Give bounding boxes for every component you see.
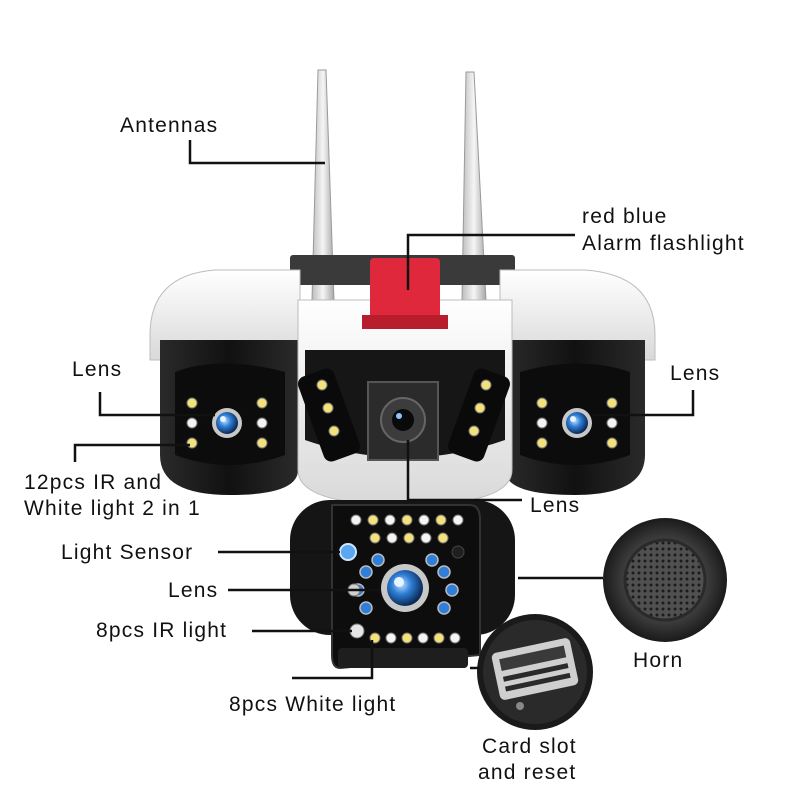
- center-body: [297, 258, 513, 506]
- led-left-head: [256, 397, 268, 409]
- led-ir-ring: [359, 565, 373, 579]
- card-slot-inset: [477, 614, 593, 730]
- led-ir-ring: [437, 601, 451, 615]
- light-sensor-dot: [339, 543, 357, 561]
- led-ir-ring: [371, 553, 385, 567]
- led-lower-top: [452, 514, 464, 526]
- led-lower-bottom: [401, 632, 413, 644]
- led-left-head: [186, 417, 198, 429]
- label-ir-white-line2: White light 2 in 1: [24, 497, 201, 520]
- line-lens-left: [98, 392, 215, 417]
- line-lens-right: [592, 390, 695, 417]
- led-lower-top: [418, 514, 430, 526]
- label-lens-left: Lens: [72, 358, 123, 381]
- label-card-line1: Card slot: [482, 735, 577, 758]
- led-lower-top: [367, 514, 379, 526]
- led-ir-ring: [445, 583, 459, 597]
- led-right-head: [606, 437, 618, 449]
- line-white-light: [292, 640, 374, 680]
- led-lower-bottom: [449, 632, 461, 644]
- led-lower-top: [350, 514, 362, 526]
- led-right-head: [536, 437, 548, 449]
- led-lower-top2: [420, 532, 432, 544]
- label-ir-light: 8pcs IR light: [96, 619, 228, 642]
- label-light-sensor: Light Sensor: [61, 541, 194, 564]
- label-lens-right: Lens: [670, 362, 721, 385]
- led-lower-top: [401, 514, 413, 526]
- lower-lens: [381, 564, 429, 612]
- label-lens-center: Lens: [530, 494, 581, 517]
- line-ir-white: [73, 443, 190, 462]
- led-lower-top2: [403, 532, 415, 544]
- led-center-strip: [322, 402, 334, 414]
- led-lower-top2: [369, 532, 381, 544]
- alarm-light: [370, 258, 440, 320]
- label-card-line2: and reset: [478, 761, 577, 784]
- right-camera-head: [499, 269, 656, 495]
- led-center-strip: [468, 425, 480, 437]
- left-camera-head: [149, 269, 301, 495]
- label-lens-bottom: Lens: [168, 579, 219, 602]
- led-left-head: [186, 437, 198, 449]
- led-lower-bottom: [385, 632, 397, 644]
- left-head-lens: [212, 408, 242, 438]
- led-lower-bottom: [417, 632, 429, 644]
- horn-inset: [603, 518, 727, 642]
- label-antennas: Antennas: [120, 114, 219, 137]
- led-ir-ring: [437, 565, 451, 579]
- led-lower-top: [384, 514, 396, 526]
- label-alarm-line1: red blue: [582, 205, 668, 228]
- label-alarm-line2: Alarm flashlight: [582, 232, 745, 255]
- label-ir-white-line1: 12pcs IR and: [24, 471, 163, 494]
- led-group: [186, 379, 618, 644]
- label-white-light: 8pcs White light: [229, 693, 397, 716]
- led-lower-bottom: [433, 632, 445, 644]
- led-center-strip: [328, 425, 340, 437]
- line-antennas: [188, 140, 325, 165]
- label-horn: Horn: [633, 649, 684, 672]
- led-right-head: [536, 417, 548, 429]
- led-left-head: [186, 397, 198, 409]
- line-lens-center: [406, 440, 522, 502]
- led-center-strip: [474, 402, 486, 414]
- led-left-head: [256, 437, 268, 449]
- led-lower-top2: [437, 532, 449, 544]
- led-lower-top: [435, 514, 447, 526]
- led-center-strip: [480, 379, 492, 391]
- led-ir-bottom: [349, 623, 365, 639]
- led-left-head: [256, 417, 268, 429]
- led-ir-ring: [359, 601, 373, 615]
- led-right-head: [536, 397, 548, 409]
- right-head-lens: [562, 408, 592, 438]
- callout-lines: [73, 140, 695, 680]
- led-ir-ring: [425, 553, 439, 567]
- led-center-strip: [316, 379, 328, 391]
- led-right-head: [606, 417, 618, 429]
- line-alarm: [406, 233, 575, 290]
- led-right-head: [606, 397, 618, 409]
- led-lower-top2: [386, 532, 398, 544]
